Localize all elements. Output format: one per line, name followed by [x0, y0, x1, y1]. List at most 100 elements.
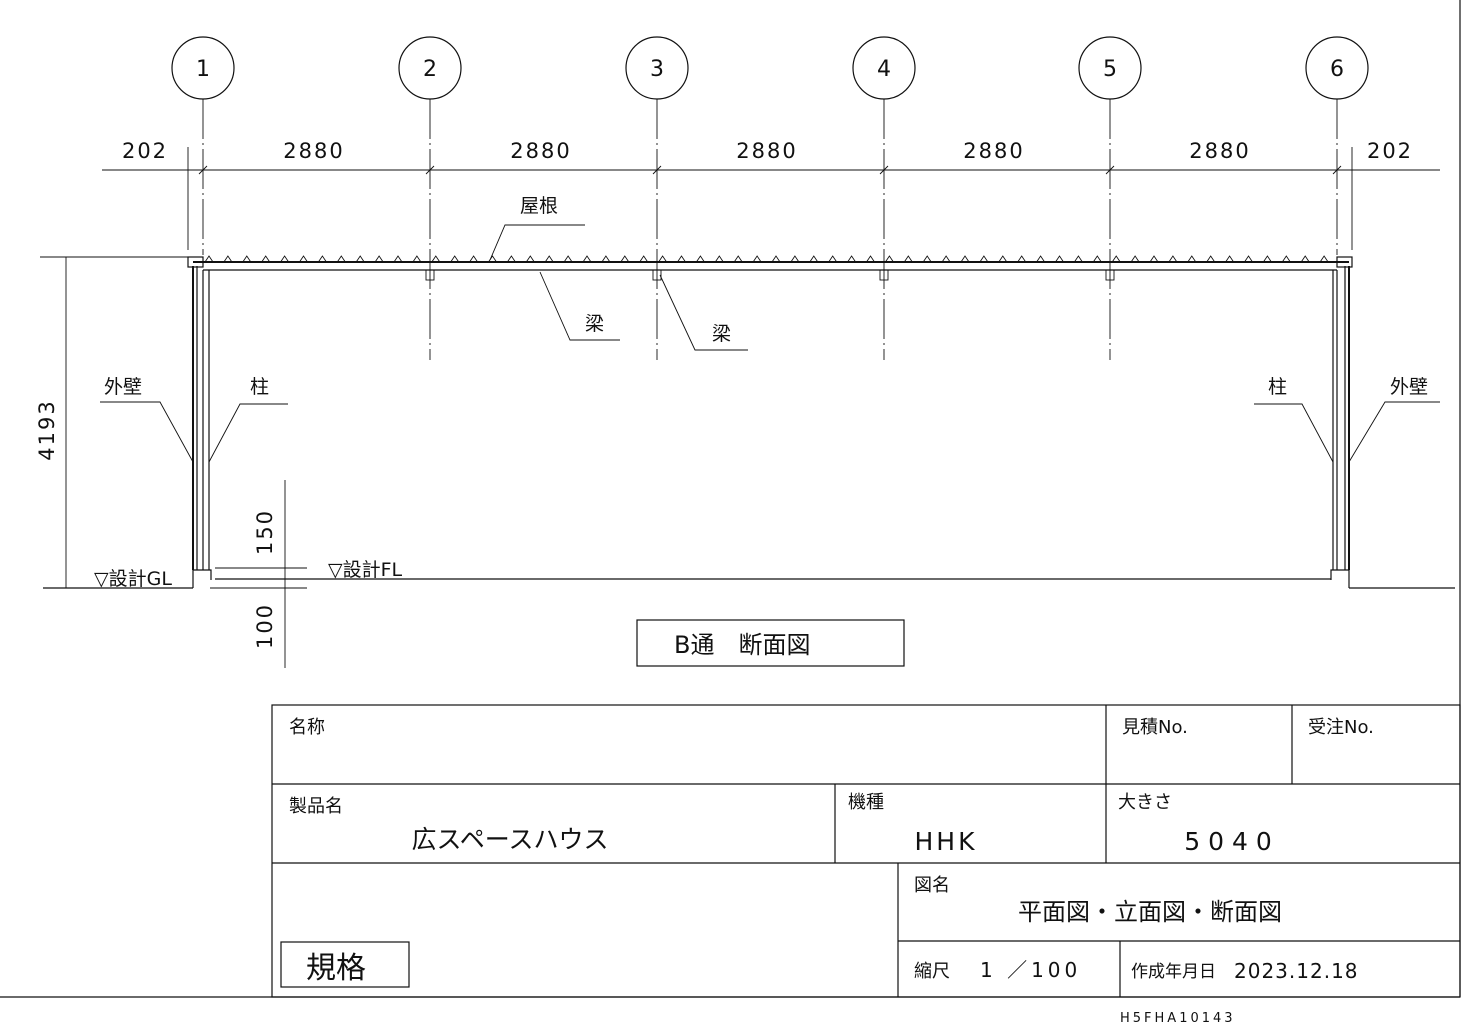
roof-corrugation — [903, 255, 913, 263]
model-label: 機種 — [848, 792, 884, 813]
grid-label: 1 — [196, 57, 210, 82]
beam-label: 梁 — [585, 313, 604, 335]
roof-corrugation — [1319, 255, 1329, 263]
grid-label: 4 — [877, 57, 891, 82]
roof-corrugation — [242, 255, 252, 263]
roof-corrugation — [412, 255, 422, 263]
beam-label: 梁 — [712, 323, 731, 345]
grid-axis: 4 — [852, 36, 916, 360]
grid-axis: 3 — [625, 36, 689, 360]
product-value: 広スペースハウス — [411, 825, 608, 854]
roof-corrugation — [1017, 255, 1027, 263]
drawing-name-label: 図名 — [914, 875, 950, 896]
height-dim: 4193 — [35, 399, 59, 460]
design-fl-label: ▽設計FL — [328, 559, 403, 581]
dim-label: 2880 — [736, 139, 797, 163]
grid-label: 2 — [423, 57, 437, 82]
scale-value: 1 ／100 — [980, 958, 1081, 982]
grid-label: 6 — [1330, 57, 1344, 82]
roof-corrugation — [998, 255, 1008, 263]
roof-corrugation — [979, 255, 989, 263]
outer-wall-label: 外壁 — [104, 376, 142, 398]
roof-corrugation — [1187, 255, 1197, 263]
roof-corrugation — [620, 255, 630, 263]
roof-corrugation — [223, 255, 233, 263]
estimate-no-label: 見積No. — [1122, 717, 1188, 738]
model-value: HHK — [915, 827, 978, 856]
roof-corrugation — [601, 255, 611, 263]
grid-label: 3 — [650, 57, 664, 82]
roof-corrugation — [1281, 255, 1291, 263]
roof-corrugation — [752, 255, 762, 263]
section-title-box — [636, 619, 905, 667]
roof-corrugation — [922, 255, 932, 263]
roof-corrugation — [299, 255, 308, 263]
roof-corrugation — [204, 255, 214, 263]
roof-corrugation — [714, 255, 724, 263]
beam-post — [425, 269, 435, 281]
grid-label: 5 — [1103, 57, 1117, 82]
roof-corrugation — [1130, 255, 1140, 263]
roof-corrugation — [431, 255, 441, 263]
roof-corrugation — [544, 255, 554, 263]
order-no-label: 受注No. — [1308, 717, 1374, 738]
roof-corrugation — [658, 255, 667, 263]
roof-corrugation — [1300, 255, 1310, 263]
roof-corrugation — [1206, 255, 1216, 263]
dim-label: 202 — [122, 139, 168, 163]
beam-post — [1105, 269, 1115, 281]
roof-corrugation — [790, 255, 800, 263]
roof-corrugation — [280, 255, 289, 263]
roof-corrugation — [866, 255, 875, 263]
roof-corrugation — [733, 255, 743, 263]
roof-label: 屋根 — [520, 195, 558, 217]
dim-label: 2880 — [510, 139, 571, 163]
roof — [187, 255, 1353, 271]
roof-corrugation — [809, 255, 819, 263]
dim-label: 2880 — [283, 139, 344, 163]
drawing-name-value: 平面図・立面図・断面図 — [1018, 898, 1282, 926]
roof-corrugation — [507, 255, 516, 263]
dim-label: 2880 — [1189, 139, 1250, 163]
roof-corrugation — [582, 255, 592, 263]
date-label: 作成年月日 — [1131, 962, 1216, 982]
column-label: 柱 — [1268, 376, 1287, 398]
section-title: B通 断面図 — [674, 631, 810, 659]
roof-corrugation — [885, 255, 894, 263]
roof-corrugation — [1092, 255, 1102, 263]
roof-corrugation — [1055, 255, 1064, 263]
roof-corrugation — [563, 255, 573, 263]
design-gl-label: ▽設計GL — [94, 568, 172, 590]
name-label: 名称 — [289, 717, 325, 738]
title-block — [271, 704, 1461, 998]
roof-corrugation — [771, 255, 781, 263]
roof-corrugation — [1036, 255, 1045, 263]
grid-axis: 5 — [1078, 36, 1142, 360]
roof-corrugation — [488, 255, 497, 263]
left-wall — [192, 266, 212, 588]
date-value: 2023.12.18 — [1234, 959, 1359, 983]
drawing-code: H5FHA10143 — [1120, 1011, 1236, 1026]
size-label: 大きさ — [1118, 792, 1172, 813]
leaders — [100, 224, 1440, 463]
roof-corrugation — [355, 255, 365, 263]
roof-corrugation — [1244, 255, 1253, 263]
roof-corrugation — [336, 255, 346, 263]
roof-corrugation — [847, 255, 856, 263]
roof-corrugation — [318, 255, 327, 263]
roof-corrugation — [1111, 255, 1121, 263]
spec-label: 規格 — [306, 951, 366, 986]
dim-150: 150 — [253, 509, 277, 555]
roof-corrugation — [469, 255, 478, 263]
roof-corrugation — [374, 255, 384, 263]
roof-corrugation — [525, 255, 535, 263]
beam-posts — [425, 269, 1115, 281]
roof-corrugation — [1225, 255, 1234, 263]
grid-axis: 1 — [171, 36, 235, 255]
grid-axis: 6 — [1305, 36, 1369, 255]
roof-corrugation — [1149, 255, 1159, 263]
roof-corrugation — [393, 255, 403, 263]
product-label: 製品名 — [289, 796, 343, 817]
roof-corrugation — [1168, 255, 1178, 263]
